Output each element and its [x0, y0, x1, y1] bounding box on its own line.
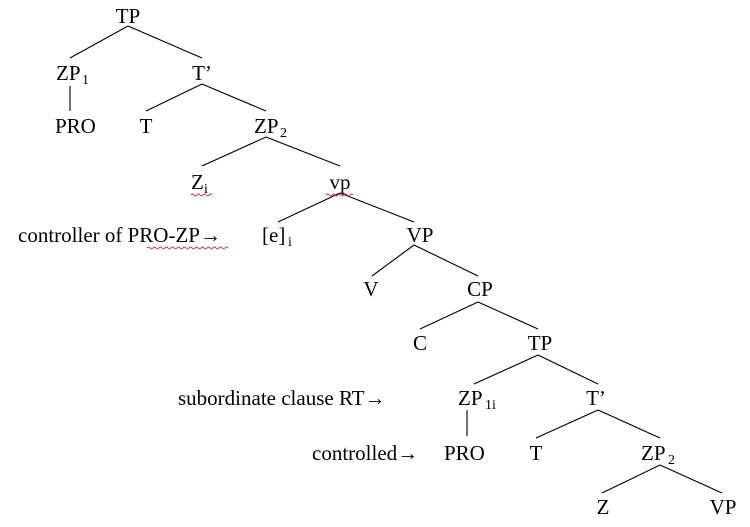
node-zp1-subscript: 1 [82, 73, 89, 88]
branch-TP-ZP [473, 354, 539, 385]
branch-Tbar-ZP2 [597, 409, 661, 439]
node-pro-upper: PRO [55, 114, 96, 138]
branch-zp2-z [201, 136, 267, 167]
node-vp-small: vp [330, 170, 351, 194]
node-c: C [413, 331, 427, 355]
branch-tbar-t [145, 83, 203, 112]
annotation-controller: controller of PRO-ZP→ [18, 223, 221, 247]
annotation-subordinate: subordinate clause RT→ [178, 386, 386, 410]
tree-branches [69, 25, 723, 494]
node-cp: CP [467, 277, 493, 301]
branch-tp-zp1 [69, 25, 129, 59]
node-zp-lower: ZP [458, 386, 483, 410]
node-e-subscript: i [288, 235, 292, 250]
branch-tbar-zp2 [201, 83, 267, 112]
branch-ZP2-VP [659, 464, 723, 494]
node-t-lower: T [530, 441, 543, 465]
node-z-lower: Z [597, 495, 610, 519]
node-z-upper-subscript: i [204, 182, 208, 197]
node-z-upper: Z [191, 170, 204, 194]
branch-VP-V [371, 244, 415, 277]
node-zp2-upper-subscript: 2 [280, 126, 287, 141]
branch-VP-CP [413, 244, 479, 277]
branch-vp-VP [339, 192, 415, 223]
spellcheck-squiggles [146, 193, 354, 250]
branch-vp-e [277, 192, 341, 223]
branch-TP-Tbar [537, 354, 599, 385]
node-zp2-lower-subscript: 2 [668, 453, 675, 468]
tree-nodes: TP ZP 1 T’ PRO T ZP 2 Z i vp controller … [18, 4, 736, 519]
branch-tp-tbar [127, 25, 203, 59]
node-zp2-lower: ZP [641, 441, 666, 465]
annotation-controlled: controlled→ [312, 441, 418, 465]
squiggle-vp [325, 193, 354, 197]
node-tp-lower: TP [528, 331, 553, 355]
branch-Tbar-T [535, 409, 599, 439]
node-vp-lower: VP [710, 495, 737, 519]
branch-CP-C [419, 301, 479, 330]
branch-ZP2-Z [601, 464, 661, 494]
node-zp1: ZP [56, 61, 81, 85]
node-zp2-upper: ZP [254, 114, 279, 138]
node-pro-lower: PRO [444, 441, 485, 465]
node-e-bracket: [e] [262, 223, 285, 247]
node-t-bar-lower: T’ [586, 386, 606, 410]
node-tp-root: TP [116, 4, 141, 28]
node-t-upper: T [140, 114, 153, 138]
node-v: V [363, 277, 378, 301]
squiggle-zi [190, 193, 213, 197]
squiggle-pro-zp [146, 246, 229, 250]
node-t-bar-upper: T’ [192, 61, 212, 85]
branch-zp2-vp [265, 136, 341, 167]
node-vp-big: VP [407, 223, 434, 247]
node-zp-lower-subscript: 1i [485, 398, 496, 413]
branch-CP-TP [477, 301, 539, 330]
